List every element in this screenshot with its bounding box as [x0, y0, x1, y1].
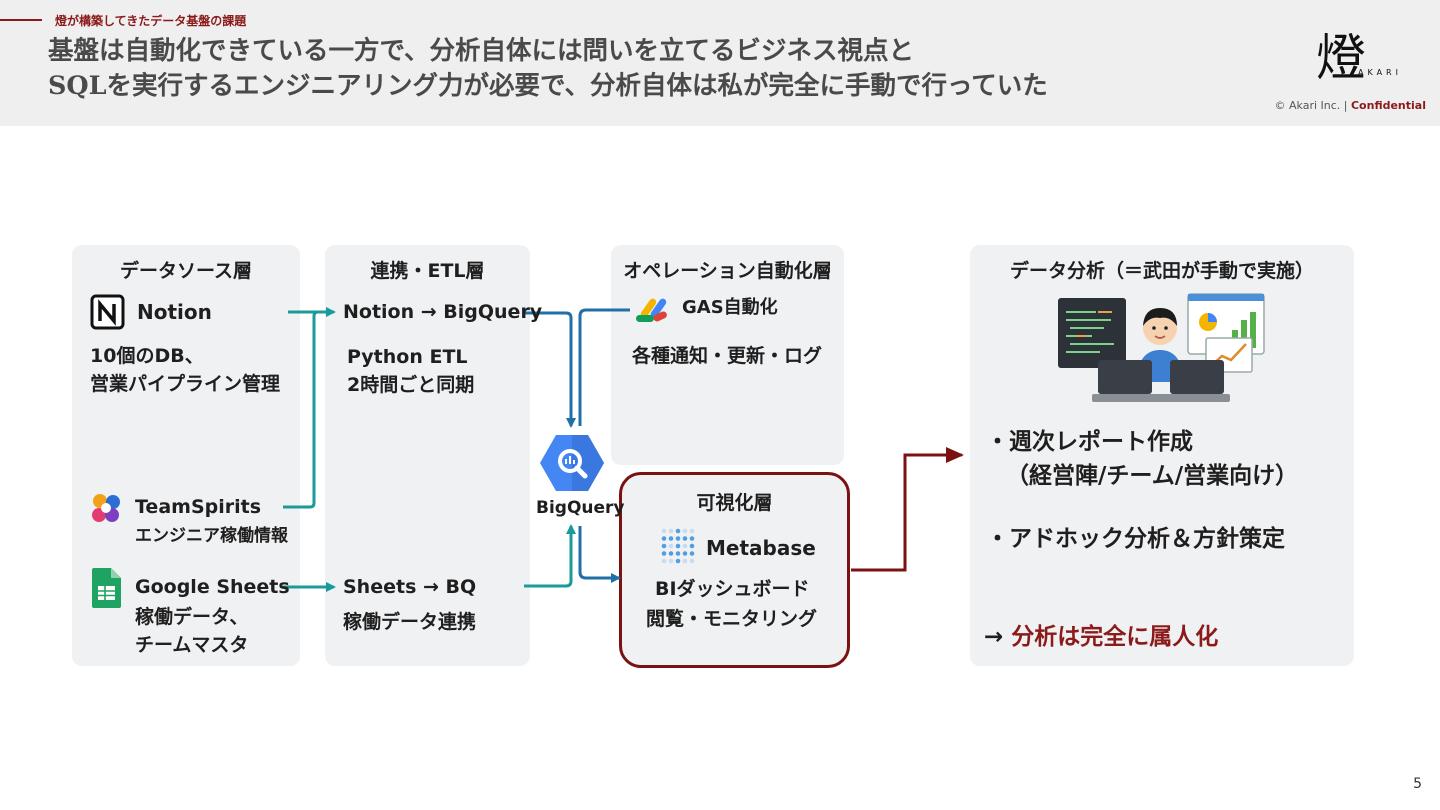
etl-title: 連携・ETL層 — [370, 260, 485, 282]
confidential-label: Confidential — [1350, 99, 1426, 112]
sheets-desc-2: チームマスタ — [135, 634, 249, 656]
page-number: 5 — [1413, 776, 1422, 792]
metabase-icon — [661, 528, 695, 564]
copyright-text: © Akari Inc. | — [1274, 99, 1351, 112]
analysis-bullet-weekly-report-target: （経営陣/チーム/営業向け） — [1006, 463, 1299, 489]
operation-desc: 各種通知・更新・ログ — [632, 345, 823, 367]
etl-flow-notion: Notion → BigQuery — [343, 301, 543, 323]
notion-icon — [90, 294, 125, 330]
arrow-bigquery-to-metabase — [578, 526, 621, 583]
copyright: © Akari Inc. | Confidential — [1275, 99, 1427, 112]
metabase-label: Metabase — [706, 536, 816, 560]
notion-desc-2: 営業パイプライン管理 — [90, 373, 281, 395]
etl-flow-notion-desc-1: Python ETL — [347, 346, 468, 368]
panel-operation — [611, 245, 844, 465]
analysis-title: データ分析（＝武田が手動で実施） — [1009, 260, 1314, 282]
section-label: 燈が構築してきたデータ基盤の課題 — [55, 14, 247, 28]
visualization-title: 可視化層 — [696, 492, 773, 514]
sources-title: データソース層 — [119, 260, 253, 282]
panel-visualization — [619, 472, 850, 668]
logo-kanji: 燈 — [1316, 29, 1366, 87]
gas-label: GAS自動化 — [682, 297, 778, 318]
analyst-illustration — [1058, 293, 1265, 402]
arrow-sheets-etl-to-bigquery — [524, 524, 576, 588]
arrow-etl-to-bigquery — [524, 311, 576, 428]
visualization-desc-2: 閲覧・モニタリング — [646, 608, 818, 630]
teamspirits-name: TeamSpirits — [135, 496, 262, 518]
panel-etl — [325, 245, 530, 666]
analysis-conclusion: → 分析は完全に属人化 — [984, 620, 1218, 654]
arrow-visualization-to-analysis — [851, 447, 964, 572]
notion-name: Notion — [137, 300, 212, 324]
akari-logo: 燈 AKARI — [1312, 30, 1404, 90]
google-sheets-icon — [92, 568, 121, 608]
sheets-desc-1: 稼働データ、 — [135, 606, 249, 628]
conclusion-arrow: → — [984, 624, 1012, 650]
teamspirits-desc: エンジニア稼働情報 — [135, 526, 288, 546]
visualization-desc-1: BIダッシュボード — [655, 578, 810, 600]
slide-header: 燈が構築してきたデータ基盤の課題 基盤は自動化できている一方で、分析自体には問い… — [0, 0, 1440, 126]
section-divider — [0, 19, 42, 21]
etl-flow-sheets: Sheets → BQ — [343, 576, 477, 598]
title-line-2: SQLを実行するエンジニアリング力が必要で、分析自体は私が完全に手動で行っていた — [48, 71, 1048, 101]
logo-subtext: AKARI — [1358, 68, 1402, 77]
etl-flow-notion-desc-2: 2時間ごと同期 — [347, 374, 475, 396]
teamspirits-icon — [92, 494, 120, 522]
google-apps-script-icon — [636, 298, 667, 322]
etl-flow-sheets-desc: 稼働データ連携 — [343, 611, 477, 633]
analysis-bullet-weekly-report: ・週次レポート作成 — [986, 429, 1193, 455]
bigquery-label: BigQuery — [536, 498, 625, 518]
conclusion-text: 分析は完全に属人化 — [1011, 624, 1219, 650]
notion-desc-1: 10個のDB、 — [90, 345, 204, 367]
operation-title: オペレーション自動化層 — [623, 260, 832, 282]
slide-title: 基盤は自動化できている一方で、分析自体には問いを立てるビジネス視点と SQLを実… — [48, 34, 1048, 104]
bigquery-icon — [540, 435, 604, 491]
sheets-name: Google Sheets — [135, 576, 290, 598]
analysis-bullet-adhoc: ・アドホック分析＆方針策定 — [986, 526, 1285, 552]
title-line-1: 基盤は自動化できている一方で、分析自体には問いを立てるビジネス視点と — [48, 36, 914, 66]
